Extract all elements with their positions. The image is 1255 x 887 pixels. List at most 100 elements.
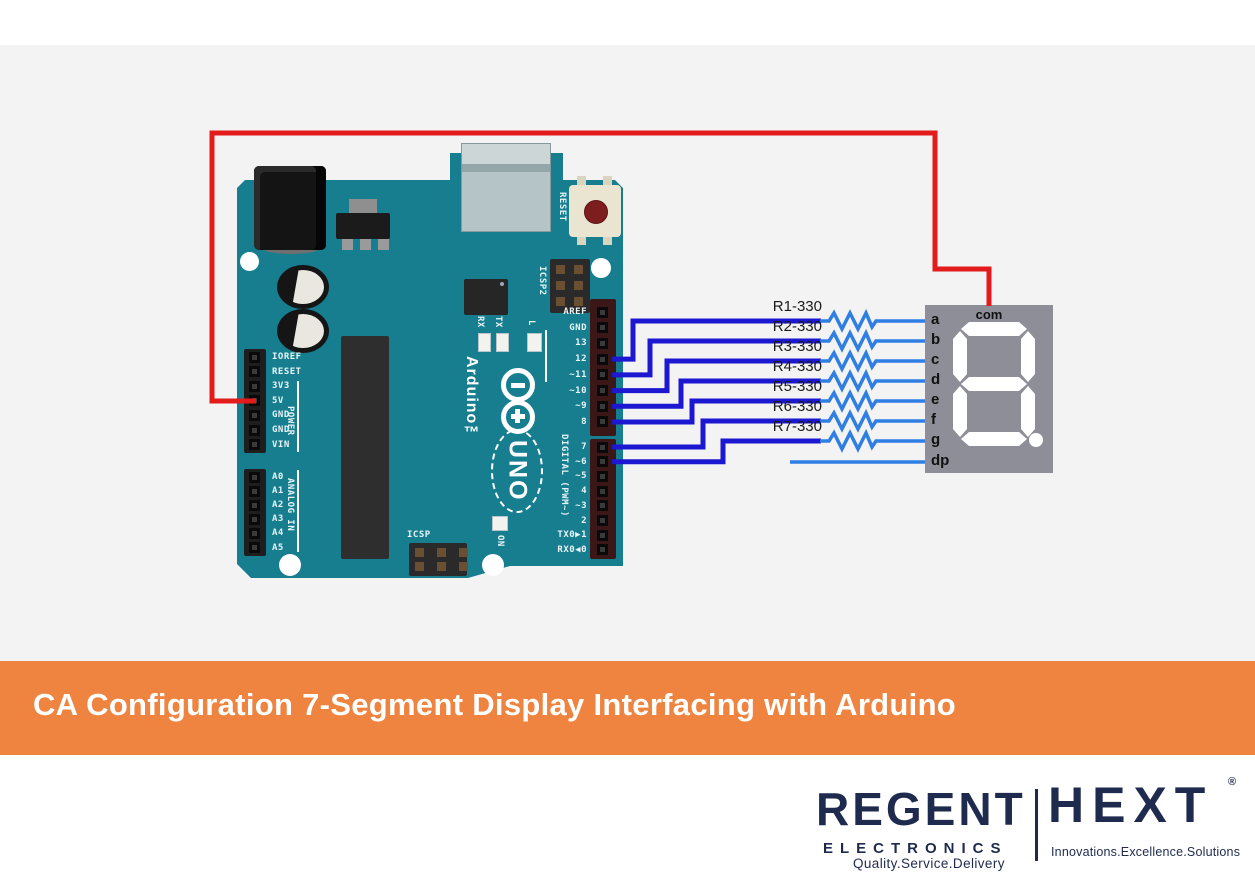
- hext-logo-text: HEXT: [1048, 777, 1214, 833]
- signal-wire-e: [612, 398, 821, 425]
- resistor-label-6: R6-330: [772, 398, 822, 415]
- reset-button-cap: [584, 200, 608, 224]
- resistor-label-2: R2-330: [772, 318, 822, 335]
- signal-wire-f: [612, 418, 821, 450]
- usb-connector-top: [462, 144, 550, 164]
- on-led: [492, 516, 508, 531]
- screw-hole: [279, 554, 301, 576]
- screw-hole: [591, 258, 611, 278]
- usb-connector: [461, 143, 551, 232]
- reset-silk-label: RESET: [557, 192, 567, 222]
- display-pin-c: c: [931, 351, 940, 368]
- resistor-r2-330: [820, 328, 925, 353]
- regulator-tab: [349, 199, 377, 215]
- wiring-overlay: [209, 130, 992, 465]
- display-pin-e: e: [931, 391, 940, 408]
- icsp-silk-label: ICSP: [407, 530, 431, 540]
- resistor-label-7: R7-330: [772, 418, 822, 435]
- power-section-line: [297, 381, 299, 452]
- reset-button-leg: [603, 235, 612, 245]
- seven-segment-digit: [953, 322, 1043, 447]
- microcontroller-ic: [341, 336, 389, 559]
- resistor-r5-330: [820, 388, 925, 413]
- arduino-logo-plus-bar: [515, 409, 520, 423]
- signal-wire-b: [612, 338, 821, 378]
- icsp2-pin: [556, 281, 565, 290]
- l-divider-line: [545, 330, 547, 382]
- display-pin-dp: dp: [931, 452, 950, 469]
- icsp-pin: [437, 562, 446, 571]
- usb-connector-band: [462, 164, 550, 172]
- capacitor: [277, 265, 329, 309]
- resistor-label-3: R3-330: [772, 338, 822, 355]
- chip-dot: [500, 282, 504, 286]
- uno-label: UNO: [503, 440, 532, 502]
- icsp2-pin: [556, 297, 565, 306]
- regent-tagline: Quality.Service.Delivery: [853, 856, 1005, 871]
- arduino-logo-circle: [501, 368, 535, 402]
- analog-silk-label: ANALOG IN: [285, 478, 295, 532]
- power-wire-5v-to-com: [209, 130, 992, 404]
- resistor-r7-330: [820, 428, 925, 453]
- voltage-regulator: [336, 213, 390, 239]
- rx-led: [478, 333, 491, 352]
- display-pin-b: b: [931, 331, 941, 348]
- analog-section-line: [297, 470, 299, 552]
- icsp-pin: [459, 548, 468, 557]
- digital-silk-label: DIGITAL (PWM~): [559, 434, 569, 517]
- icsp-pin: [459, 562, 468, 571]
- display-common-label: com: [975, 307, 1003, 322]
- resistor-r4-330: [820, 368, 925, 393]
- resistor-r1-330: [820, 308, 925, 333]
- signal-wire-c: [612, 358, 821, 394]
- reset-button-leg: [577, 176, 586, 186]
- title-banner: CA Configuration 7-Segment Display Inter…: [0, 661, 1255, 755]
- rx-silk-label: RX: [475, 316, 485, 328]
- icsp2-pin: [574, 297, 583, 306]
- arduino-logo-text: Arduino™: [463, 356, 480, 443]
- usb-tab-right: [547, 153, 563, 181]
- resistor-label-1: R1-330: [772, 298, 822, 315]
- power-silk-label: POWER: [285, 406, 295, 436]
- resistor-label-5: R5-330: [772, 378, 822, 395]
- icsp-pin: [437, 548, 446, 557]
- signal-wire-a: [612, 318, 821, 362]
- icsp-pin: [415, 548, 424, 557]
- uno-badge: UNO: [491, 429, 543, 513]
- regulator-leg: [342, 238, 353, 250]
- display-pin-g: g: [931, 431, 941, 448]
- display-pin-a: a: [931, 311, 940, 328]
- hext-registered-mark: ®: [1228, 776, 1237, 788]
- resistor-r6-330: [820, 408, 925, 433]
- arduino-logo-minus: [511, 383, 525, 388]
- capacitor: [277, 309, 329, 353]
- page-title: CA Configuration 7-Segment Display Inter…: [33, 687, 957, 722]
- screw-hole: [482, 554, 504, 576]
- icsp2-pin: [556, 265, 565, 274]
- icsp2-pin: [574, 265, 583, 274]
- l-silk-label: L: [526, 320, 536, 326]
- icsp2-silk-label: ICSP2: [537, 266, 547, 296]
- tx-led: [496, 333, 509, 352]
- l-led: [527, 333, 542, 352]
- regulator-leg: [360, 238, 371, 250]
- resistor-label-4: R4-330: [772, 358, 822, 375]
- display-pin-f: f: [931, 411, 936, 428]
- logo-divider: [1035, 789, 1038, 861]
- regent-electronics-text: ELECTRONICS: [823, 840, 1008, 857]
- reset-button-leg: [603, 176, 612, 186]
- resistor-r3-330: [820, 348, 925, 373]
- icsp-pin: [415, 562, 424, 571]
- reset-button-leg: [577, 235, 586, 245]
- display-pin-d: d: [931, 371, 941, 388]
- signal-wire-d: [612, 378, 821, 409]
- regent-logo-text: REGENT: [816, 783, 1026, 835]
- dc-jack: [254, 166, 326, 250]
- hext-tagline: Innovations.Excellence.Solutions: [1051, 845, 1241, 859]
- icsp2-pin: [574, 281, 583, 290]
- screw-hole: [240, 252, 259, 271]
- on-silk-label: ON: [495, 535, 505, 547]
